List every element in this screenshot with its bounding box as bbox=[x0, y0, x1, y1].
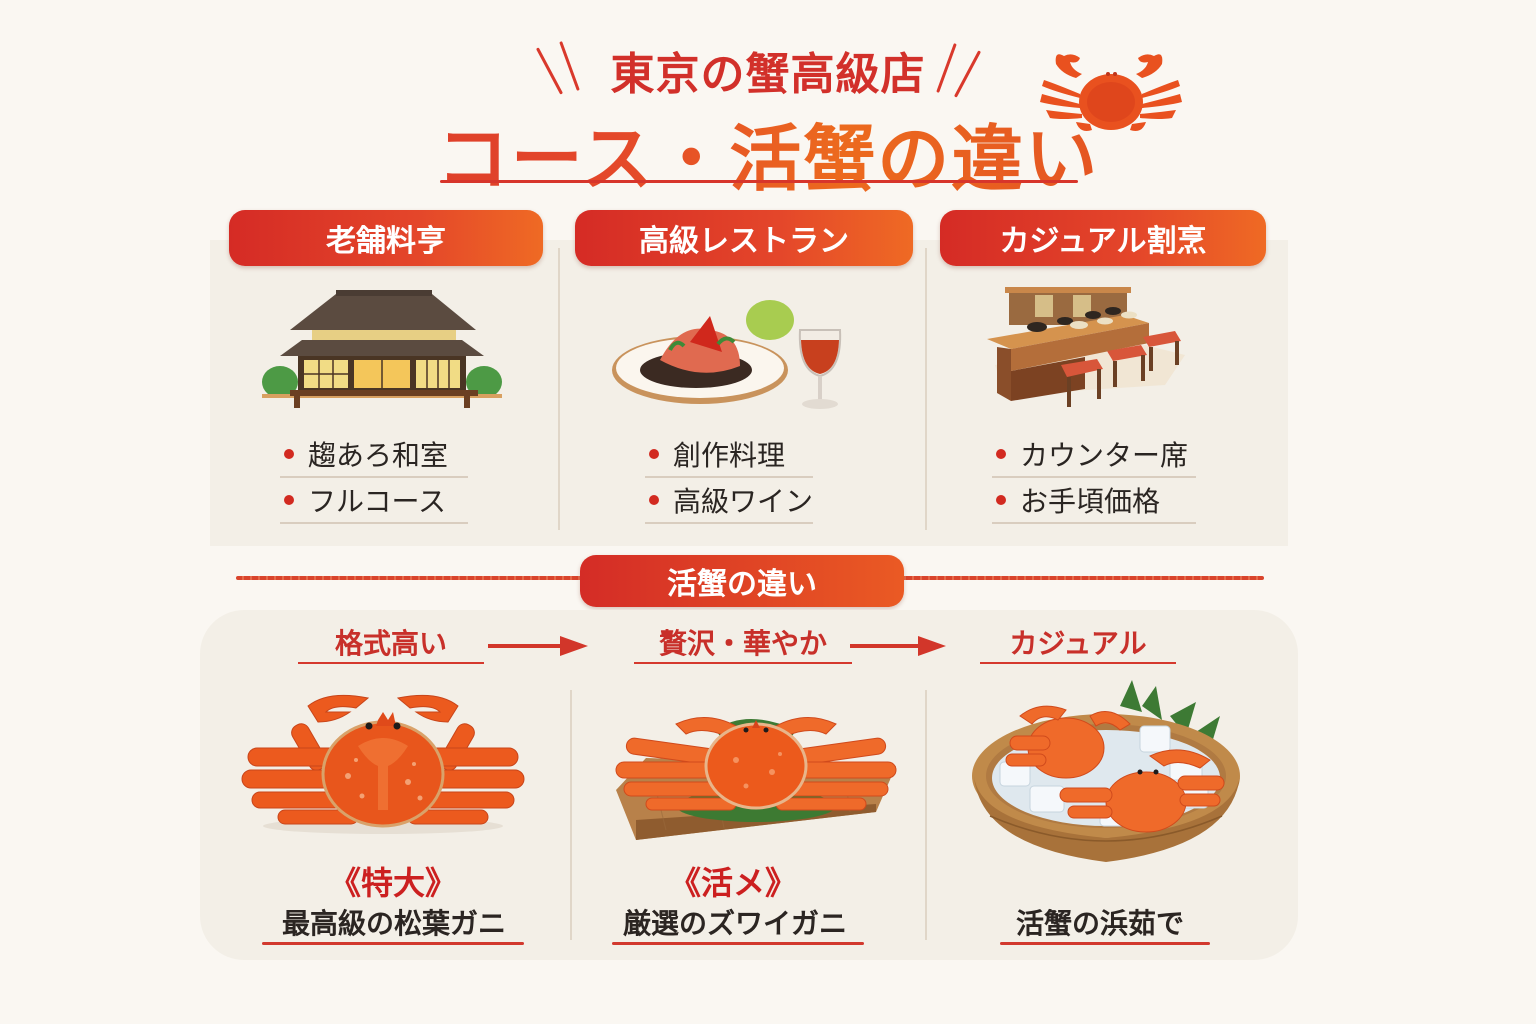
bullet-item: 高級ワイン bbox=[645, 478, 813, 524]
bullet-text: 創作料理 bbox=[673, 439, 786, 472]
bullet-text: カウンター席 bbox=[1020, 439, 1189, 472]
section-divider-left bbox=[236, 576, 586, 580]
category-tab-kappo: カジュアル割烹 bbox=[940, 210, 1266, 266]
bullet-dot bbox=[284, 449, 294, 459]
grade-label-ikejime: 《活メ》 bbox=[668, 864, 797, 902]
bullet-item: 創作料理 bbox=[645, 432, 813, 478]
column-divider bbox=[925, 248, 927, 530]
bullet-item: 趨あろ和室 bbox=[280, 432, 468, 478]
crab-on-board-icon bbox=[615, 716, 897, 840]
tier-underline bbox=[298, 662, 484, 664]
arrow-right-icon bbox=[850, 636, 946, 656]
bullet-dot bbox=[649, 495, 659, 505]
bullet-item: フルコース bbox=[280, 478, 468, 524]
category-tab-ryotei: 老舗料亨 bbox=[229, 210, 543, 266]
caption-zuwai: 厳選のズワイガニ bbox=[622, 907, 847, 940]
caption-underline bbox=[612, 942, 864, 945]
page-title: コース・活蟹の違い bbox=[0, 100, 1536, 205]
sushi-counter-icon bbox=[987, 287, 1185, 407]
tier-label-luxury: 贅沢・華やか bbox=[658, 627, 827, 660]
column-divider bbox=[925, 690, 927, 940]
plated-dish-wine-icon bbox=[612, 300, 842, 409]
tier-label-casual: カジュアル bbox=[1009, 627, 1147, 660]
crab-basket-icon bbox=[972, 680, 1240, 862]
tier-underline bbox=[980, 662, 1176, 664]
bullet-dot bbox=[649, 449, 659, 459]
caption-underline bbox=[262, 942, 524, 945]
tier-label-formal: 格式高い bbox=[334, 627, 447, 660]
bullet-item: お手頃価格 bbox=[992, 478, 1196, 524]
column-divider bbox=[558, 248, 560, 530]
arrow-right-icon bbox=[488, 636, 588, 656]
caption-hamayude: 活蟹の浜茹で bbox=[1015, 907, 1184, 940]
crab-icon bbox=[1040, 54, 1182, 131]
page-subtitle: 東京の蟹高級店 bbox=[610, 49, 926, 100]
bullet-dot bbox=[996, 495, 1006, 505]
category-bullets: カウンター席 お手頃価格 bbox=[992, 432, 1196, 524]
column-divider bbox=[570, 690, 572, 940]
category-tab-restaurant: 高級レストラン bbox=[575, 210, 913, 266]
bullet-text: 趨あろ和室 bbox=[308, 439, 449, 472]
japanese-house-icon bbox=[262, 290, 502, 408]
whole-crab-icon bbox=[241, 694, 525, 834]
bullet-item: カウンター席 bbox=[992, 432, 1196, 478]
category-bullets: 創作料理 高級ワイン bbox=[645, 432, 813, 524]
grade-label-tokudai: 《特大》 bbox=[328, 864, 457, 902]
category-bullets: 趨あろ和室 フルコース bbox=[280, 432, 468, 524]
bullet-text: お手頃価格 bbox=[1020, 485, 1161, 518]
section-tab-live-crab: 活蟹の違い bbox=[580, 555, 904, 607]
bullet-dot bbox=[996, 449, 1006, 459]
caption-underline bbox=[1000, 942, 1210, 945]
bullet-text: 高級ワイン bbox=[673, 485, 814, 518]
bullet-text: フルコース bbox=[308, 485, 447, 518]
title-underline bbox=[440, 180, 1078, 183]
tier-underline bbox=[634, 662, 852, 664]
caption-matsuba: 最高級の松葉ガニ bbox=[281, 907, 506, 940]
bullet-dot bbox=[284, 495, 294, 505]
section-divider-right bbox=[898, 576, 1264, 580]
